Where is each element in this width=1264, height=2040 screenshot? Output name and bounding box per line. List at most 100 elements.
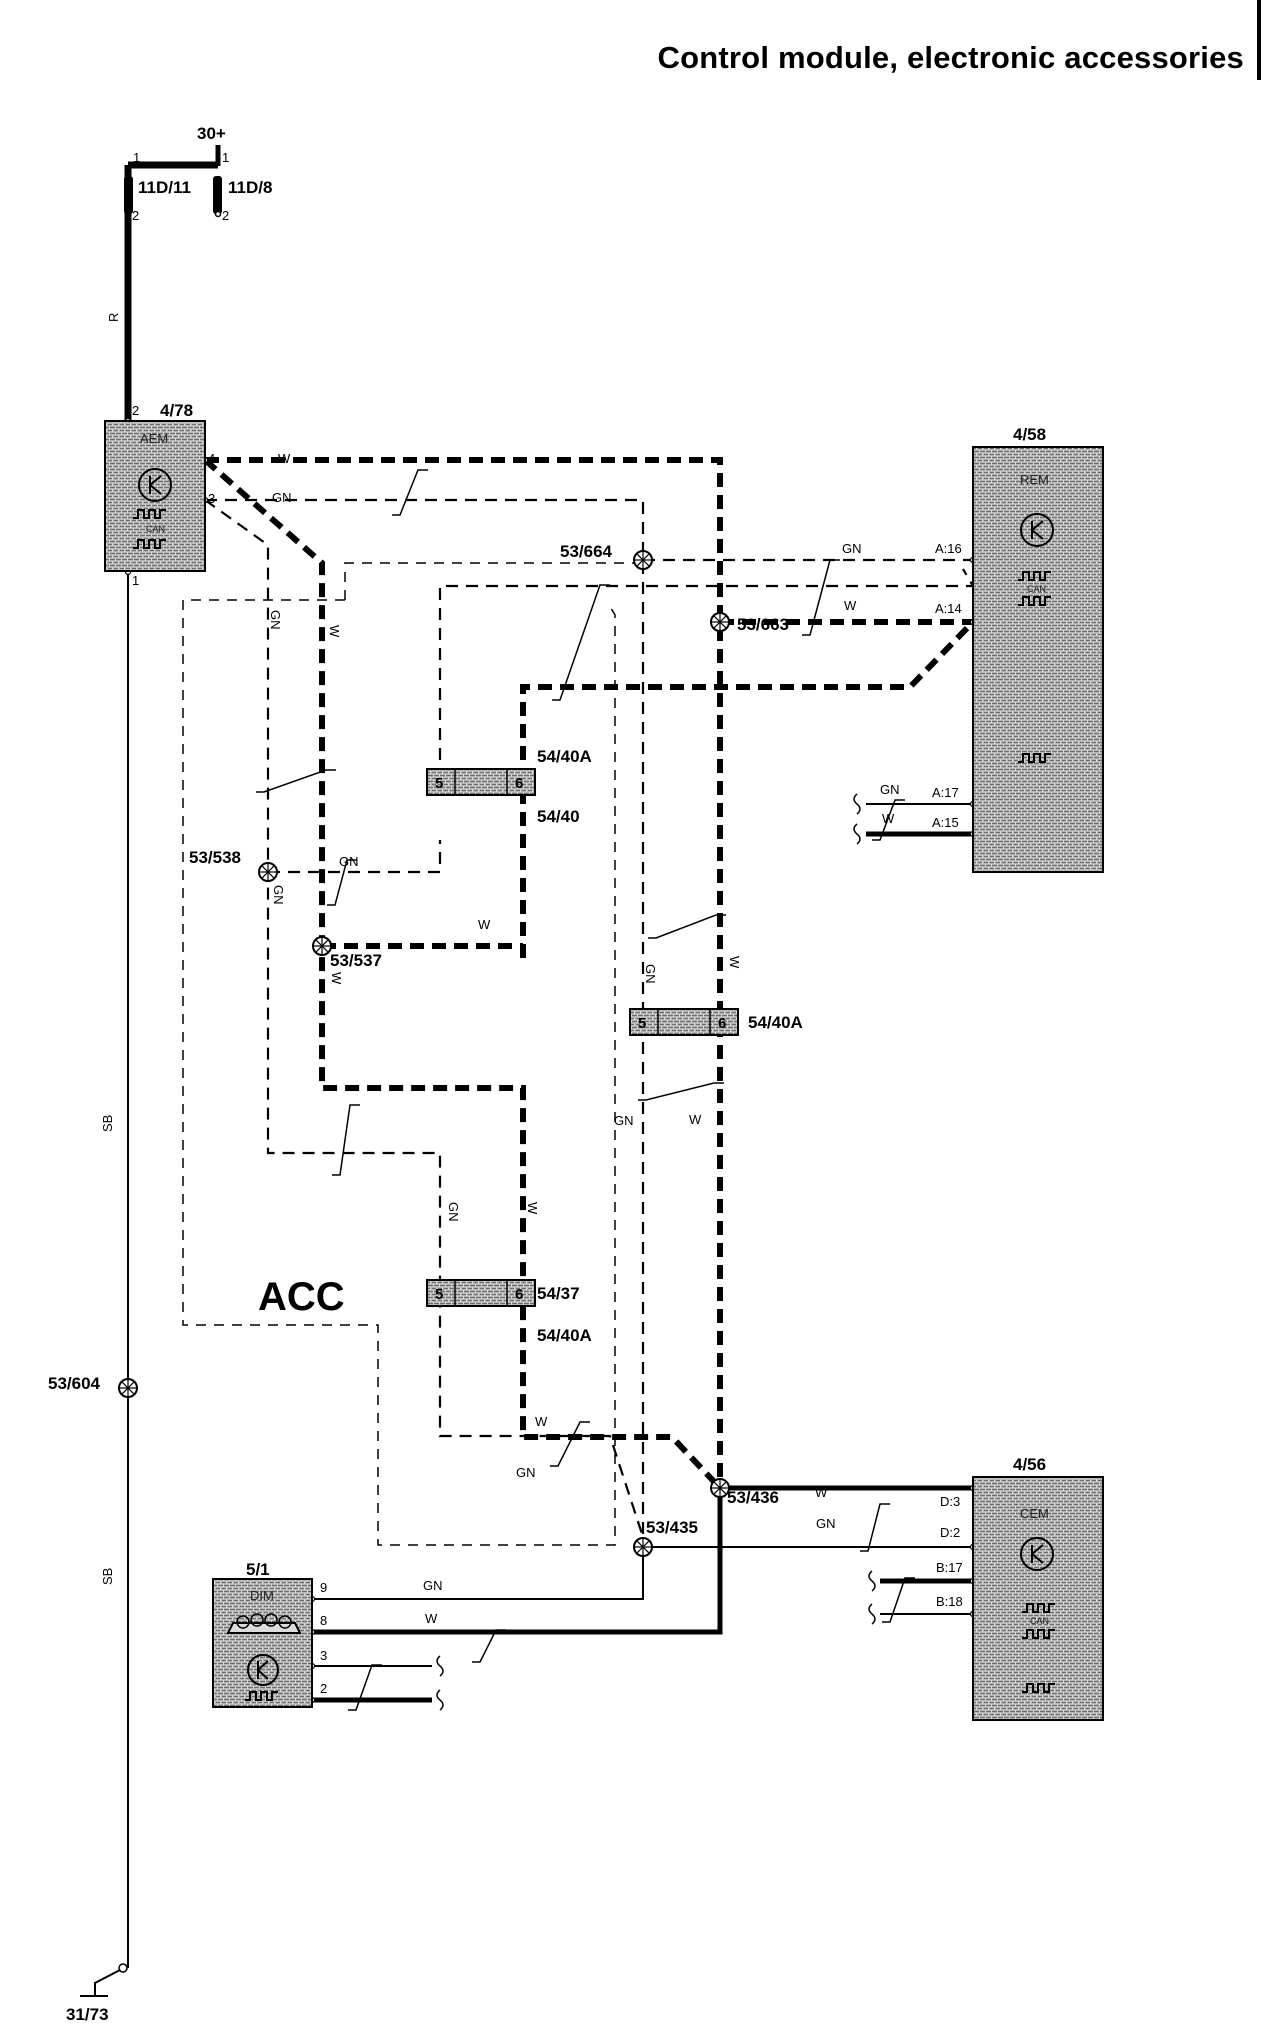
splice-53-664-icon [633,550,653,570]
acc-boundary [344,562,645,600]
wire-label-w-vertical: W [727,956,742,969]
wire-label-gn: GN [423,1578,443,1593]
module-dim [212,1578,313,1708]
display-icon [226,1613,302,1634]
wire-gn-dim-9 [312,1547,644,1600]
dim-pin-3: 3 [320,1648,327,1663]
splice-53-664-label: 53/664 [560,542,613,561]
splice-53-604-icon [118,1378,138,1398]
cem-pin-d2: D:2 [940,1525,960,1540]
ground-label: 31/73 [66,2005,109,2024]
wire-break-icon [436,1689,444,1711]
can-signal-icon [1022,1603,1055,1613]
rem-pin-a15: A:15 [932,815,959,830]
can-signal-icon [133,509,166,519]
wire-label-w: W [425,1611,438,1626]
module-cem [972,1476,1104,1721]
wire-label-gn: GN [880,782,900,797]
wire-break-icon [868,1603,876,1625]
aem-name: AEM [140,431,168,446]
module-aem [104,420,206,572]
rem-can-label: CAN [1027,584,1046,594]
connector-lower-label-a: 54/37 [537,1284,580,1303]
connector-pin-label: 6 [515,775,523,792]
can-signal-icon [1018,571,1051,581]
wire-label-w: W [535,1414,548,1429]
transistor-icon [138,468,172,502]
dim-id: 5/1 [246,1560,270,1579]
rem-id: 4/58 [1013,425,1046,444]
wire-label-sb: SB [100,1115,115,1132]
wire-label-gn: GN [516,1465,536,1480]
can-signal-icon [1022,1629,1055,1639]
splice-53-435-label: 53/435 [646,1518,698,1537]
ground-terminal-icon [118,1963,128,1973]
wire-label-w: W [882,811,895,826]
connector-pin-label: 6 [718,1015,726,1032]
wire-label-w-vertical: W [525,1202,540,1215]
twisted-pair-marker-icon [882,1577,915,1623]
can-signal-icon [133,539,166,549]
twisted-pair-marker-icon [256,769,336,793]
wire-w-dim-8 [312,1488,723,1635]
twisted-pair-marker-icon [860,1503,890,1552]
wire-label-gn: GN [816,1516,836,1531]
can-signal-icon [245,1691,278,1701]
wire-label-gn-vertical: GN [271,885,286,905]
power-supply [124,145,222,420]
splice-53-663-label: 53/663 [737,615,789,634]
page-edge-bar [1257,0,1261,80]
wire-w-aem-to-53-436 [205,457,723,1488]
wire-label-gn-vertical: GN [446,1202,461,1222]
signal-icon [1022,1683,1055,1693]
wire-label-w-vertical: W [327,625,342,638]
ground-icon [80,1969,121,1997]
wire-label-gn: GN [339,854,359,869]
aem-pin-gn: 3 [208,491,215,506]
wire-label-gn: GN [842,541,862,556]
splice-53-435-icon [633,1537,653,1557]
splice-53-604-label: 53/604 [48,1374,101,1393]
twisted-pair-marker-icon [327,859,357,906]
transistor-icon [247,1654,279,1686]
transistor-icon [1020,1537,1054,1571]
twisted-pair-marker-icon [648,914,726,939]
wire-label-w: W [844,598,857,613]
aem-id: 4/78 [160,401,193,420]
aem-pin-supply: 2 [132,403,139,418]
wire-break-icon [868,1570,876,1592]
splice-53-436-icon [710,1478,730,1498]
connector-pin-label: 5 [435,775,443,792]
fuse-left-label: 11D/11 [138,178,191,197]
rem-pin-a17: A:17 [932,785,959,800]
wire-label-gn: GN [614,1113,634,1128]
page-title: Control module, electronic accessories [657,40,1244,75]
cem-pin-b18: B:18 [936,1594,963,1609]
fuse-right-pin-bottom: 2 [222,208,229,223]
cem-pin-b17: B:17 [936,1560,963,1575]
wire-label-w: W [815,1485,828,1500]
ground-symbol [80,1963,128,1997]
wire-label-w: W [478,917,491,932]
signal-icon [1018,753,1051,763]
aem-pin-ground: 1 [132,573,139,588]
wire-label-gn-vertical: GN [268,610,283,630]
aem-can-label: CAN [146,524,165,534]
twisted-pair-marker-icon [332,1104,360,1176]
rem-pin-a14: A:14 [935,601,962,616]
twisted-pair-marker-icon [802,559,840,636]
twisted-pair-marker-icon [552,584,610,701]
wire-label-w-vertical: W [329,972,344,985]
wire-break-icon [853,793,861,815]
cem-id: 4/56 [1013,1455,1046,1474]
wire-w-aem-lower [203,457,723,1491]
connector-upper-label-b: 54/40 [537,807,580,826]
splice-53-436-label: 53/436 [727,1488,779,1507]
cem-pin-d3: D:3 [940,1494,960,1509]
fuse-left-pin-bottom: 2 [132,208,139,223]
fuse-terminal-icon [214,210,222,218]
wire-label-w: W [689,1112,702,1127]
splice-53-663-icon [710,612,730,632]
